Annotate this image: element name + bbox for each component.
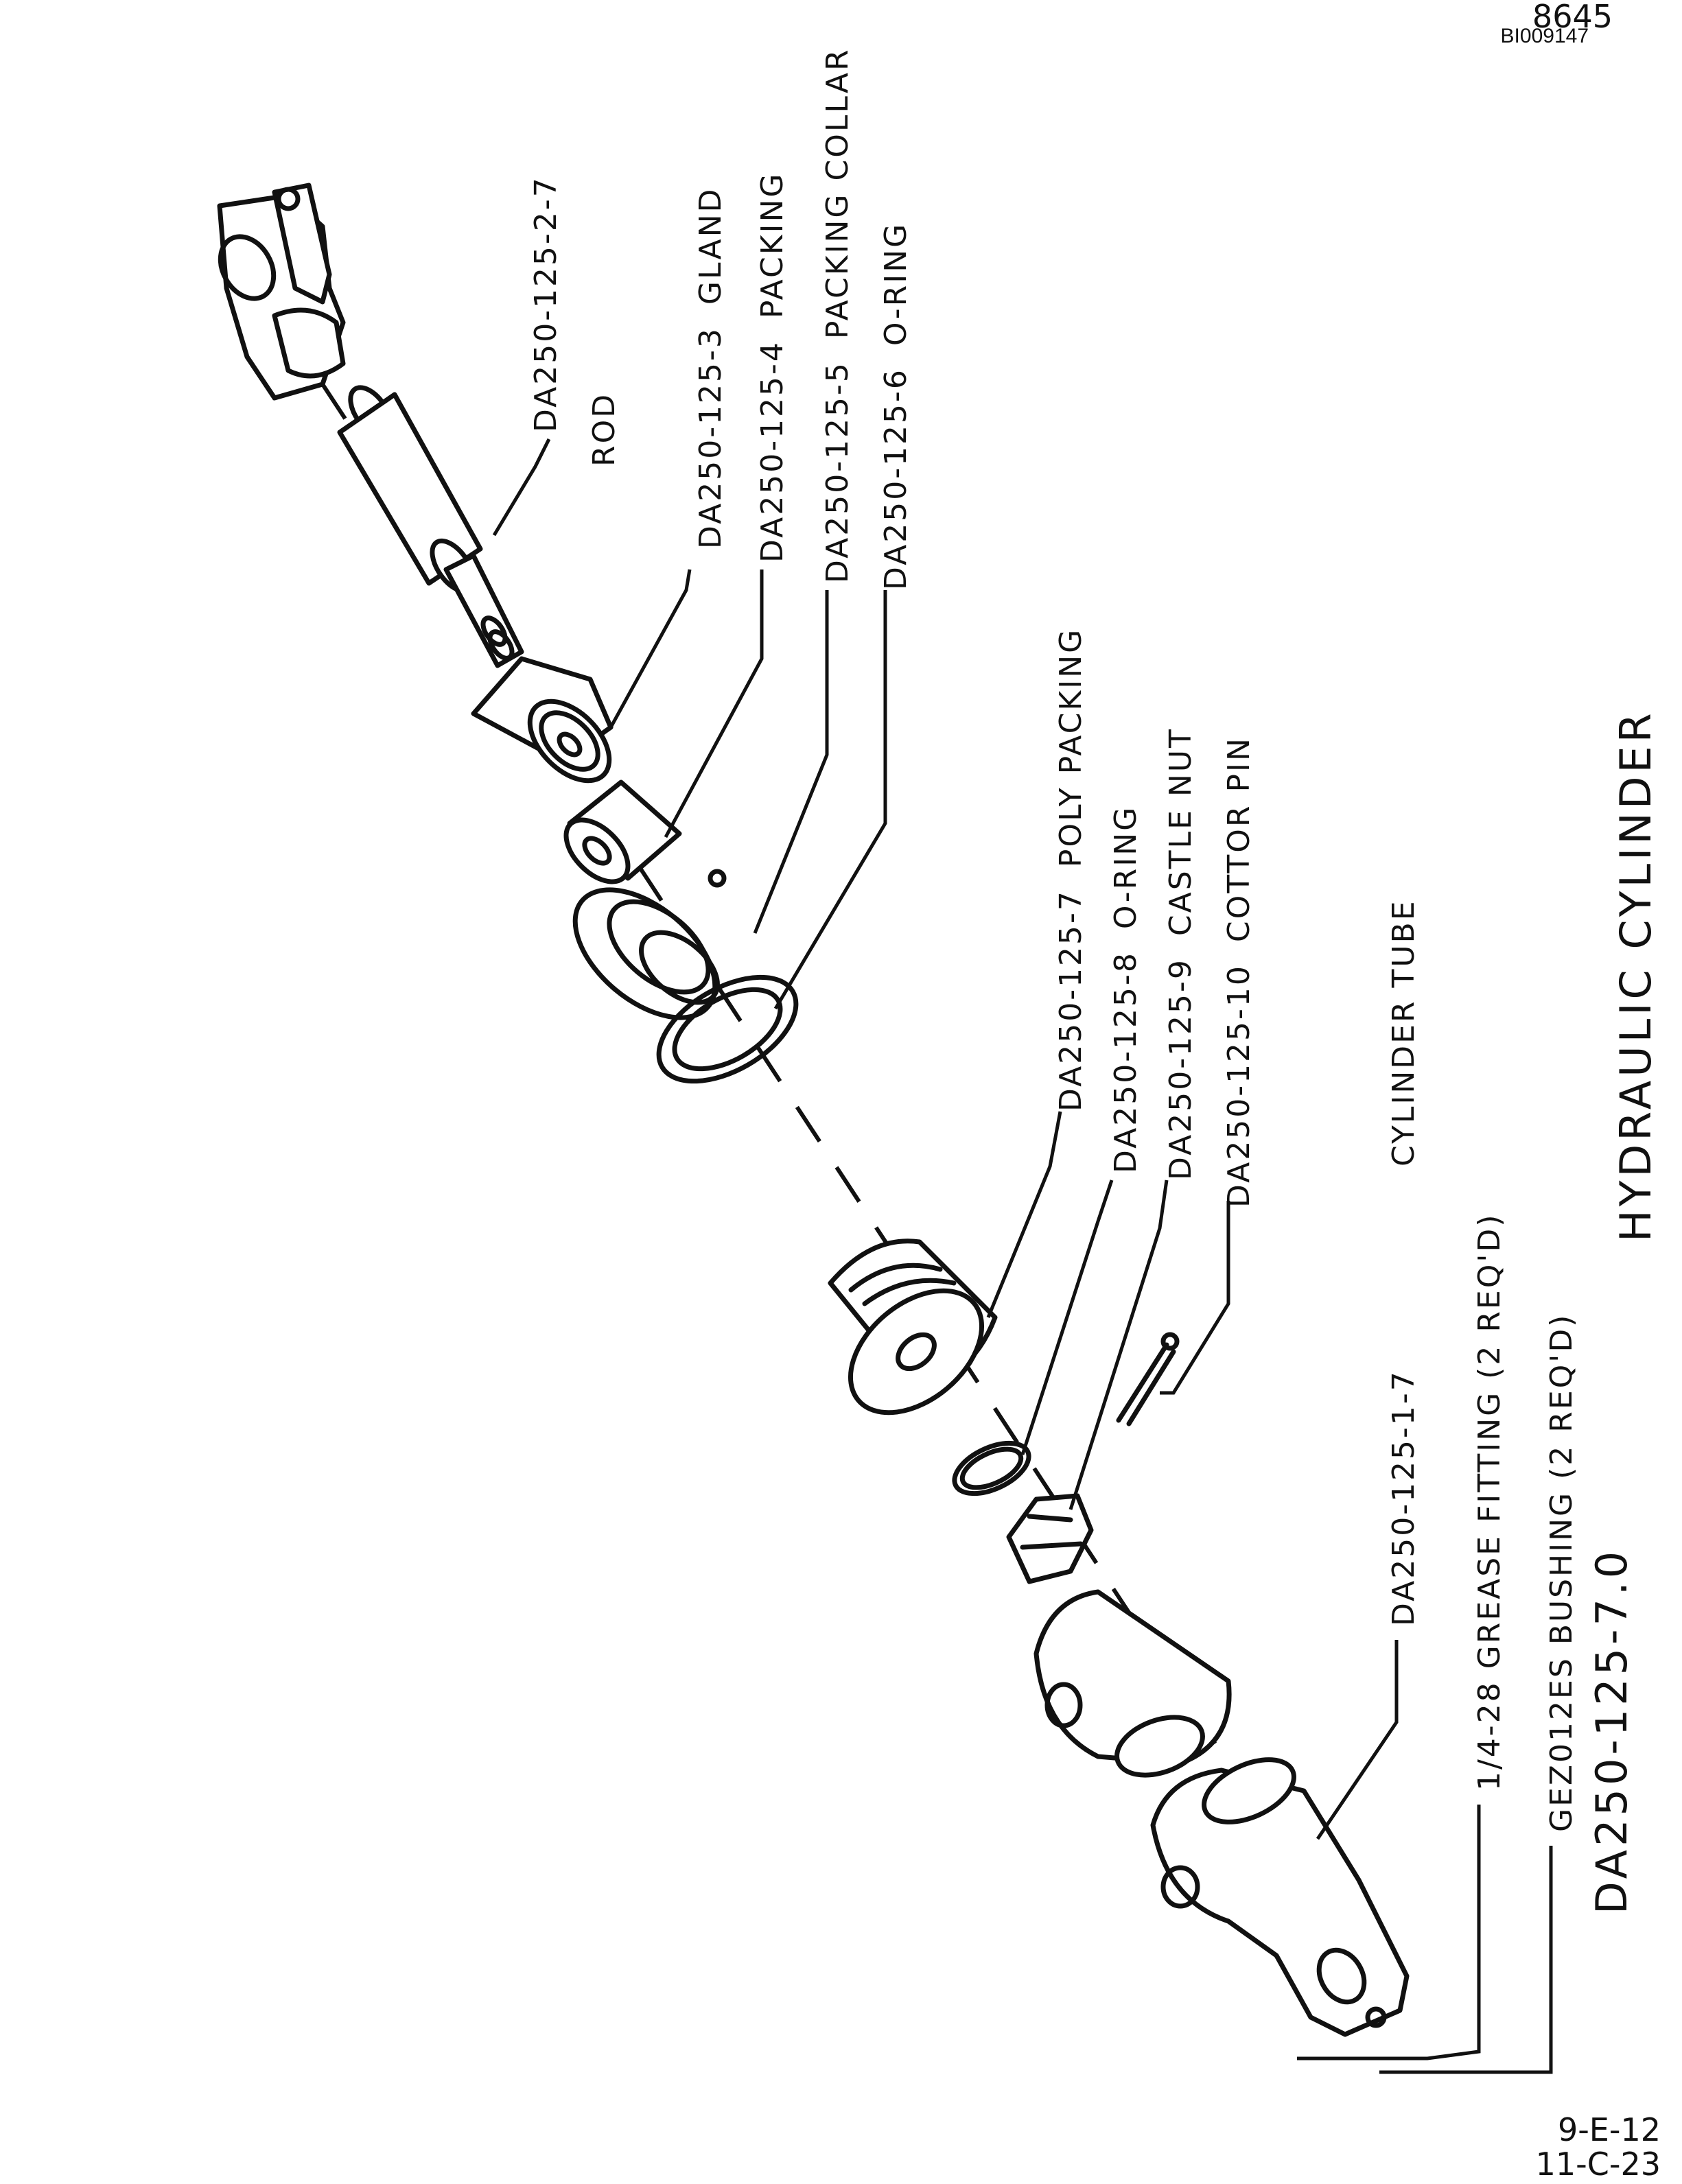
callout-poly-packing-name: POLY PACKING [1053, 628, 1088, 867]
callout-cylinder-tube-name: CYLINDER TUBE [1386, 899, 1421, 1166]
rod-shaft [337, 385, 524, 668]
packing [563, 779, 682, 884]
leader-packing [664, 570, 764, 838]
leader-o-ring-small [1020, 1179, 1114, 1455]
rod-clevis [217, 183, 346, 401]
callout-castle-nut: DA250-125-9 CASTLE NUT [1163, 727, 1198, 1180]
leader-poly-packing [986, 1111, 1062, 1318]
cotter-pin [1116, 1332, 1180, 1426]
callout-bushing: GEZ012ES BUSHING (2 REQ'D) [1544, 1313, 1579, 1832]
callout-gland-name: GLAND [693, 187, 728, 305]
leader-rod [492, 438, 551, 537]
cylinder-tube-upper [1033, 1589, 1232, 1778]
callout-packing-collar-name: PACKING COLLAR [820, 47, 855, 339]
leader-castle-nut [1068, 1179, 1169, 1510]
leader-gland [609, 569, 692, 729]
poly-packing [828, 1238, 998, 1416]
callout-cotter-pin-part-number: DA250-125-10 [1222, 964, 1257, 1208]
drawing-title: HYDRAULIC CYLINDER [1611, 709, 1661, 1242]
callout-poly-packing: DA250-125-7 POLY PACKING [1053, 628, 1088, 1112]
callout-cotter-pin: DA250-125-10 COTTOR PIN [1222, 736, 1257, 1208]
svg-text:DA250-125-6 O-RING: DA250-125-6 O-RING [878, 222, 913, 590]
callout-packing-collar: DA250-125-5 PACKING COLLAR [820, 47, 855, 583]
callout-poly-packing-part-number: DA250-125-7 [1053, 889, 1088, 1112]
exploded-assembly-drawing [217, 183, 1553, 2074]
page-number: 8645 [1532, 0, 1613, 35]
svg-text:DA250-125-7 POLY PACKING: DA250-125-7 POLY PACKING [1053, 628, 1088, 1112]
o-ring-large [656, 974, 799, 1084]
leader-o-ring-large [773, 590, 887, 1010]
callout-grease-fitting: 1/4-28 GREASE FITTING (2 REQ'D) [1472, 1213, 1507, 1791]
callout-rod-name: ROD [587, 392, 622, 467]
svg-text:DA250-125-3 GLAND: DA250-125-3 GLAND [693, 187, 728, 549]
document-stamp: BI009147 [1501, 25, 1589, 47]
svg-text:DA250-125-5 PACKING COLL: DA250-125-5 PACKING COLLAR [820, 47, 855, 583]
callout-gland: DA250-125-3 GLAND [693, 187, 728, 549]
callout-packing-part-number: DA250-125-4 [755, 340, 790, 563]
callout-cotter-pin-name: COTTOR PIN [1222, 736, 1257, 942]
gland [471, 656, 614, 784]
callout-rod-part-number: DA250-125-2-7 [528, 176, 563, 432]
leader-cotter-pin [1160, 1201, 1230, 1395]
callout-o-ring-8: DA250-125-8 O-RING [1108, 806, 1143, 1173]
callout-o-ring-6: DA250-125-6 O-RING [878, 222, 913, 590]
callout-cylinder-tube-part-number: DA250-125-1-7 [1386, 1370, 1421, 1626]
callout-packing: DA250-125-4 PACKING [755, 172, 790, 563]
packing-collar [572, 869, 727, 1020]
leader-cylinder-tube [1316, 1640, 1399, 1840]
callout-packing-name: PACKING [755, 172, 790, 318]
sheet-code-1: 9-E-12 [1558, 2111, 1661, 2148]
leader-packing-collar [753, 590, 829, 934]
callout-packing-collar-part-number: DA250-125-5 [820, 361, 855, 583]
callout-o-ring-8-part-number: DA250-125-8 [1108, 951, 1143, 1173]
castle-nut [1006, 1493, 1094, 1584]
svg-text:DA250-125-4 PACKING: DA250-125-4 PACKING [755, 172, 790, 563]
leader-bushing [1379, 1846, 1553, 2074]
drawing-number: DA250-125-7.0 [1587, 1548, 1637, 1914]
callout-castle-nut-name: CASTLE NUT [1163, 727, 1198, 936]
callout-o-ring-6-part-number: DA250-125-6 [878, 368, 913, 590]
svg-text:DA250-125-8 O-RING: DA250-125-8 O-RING [1108, 806, 1143, 1173]
callout-gland-part-number: DA250-125-3 [693, 327, 728, 549]
callout-o-ring-6-name: O-RING [878, 222, 913, 346]
sheet-code-2: 11-C-23 [1536, 2146, 1661, 2183]
callout-o-ring-8-name: O-RING [1108, 806, 1143, 929]
o-ring-small [952, 1440, 1031, 1496]
leader-grease-fitting [1297, 1805, 1481, 2060]
svg-text:DA250-125-10 COTTOR PIN: DA250-125-10 COTTOR PIN [1222, 736, 1257, 1208]
cylinder-tube-lower [1150, 1757, 1410, 2037]
svg-text:DA250-125-9 CASTLE NUT: DA250-125-9 CASTLE NUT [1163, 727, 1198, 1180]
callout-castle-nut-part-number: DA250-125-9 [1163, 958, 1198, 1180]
